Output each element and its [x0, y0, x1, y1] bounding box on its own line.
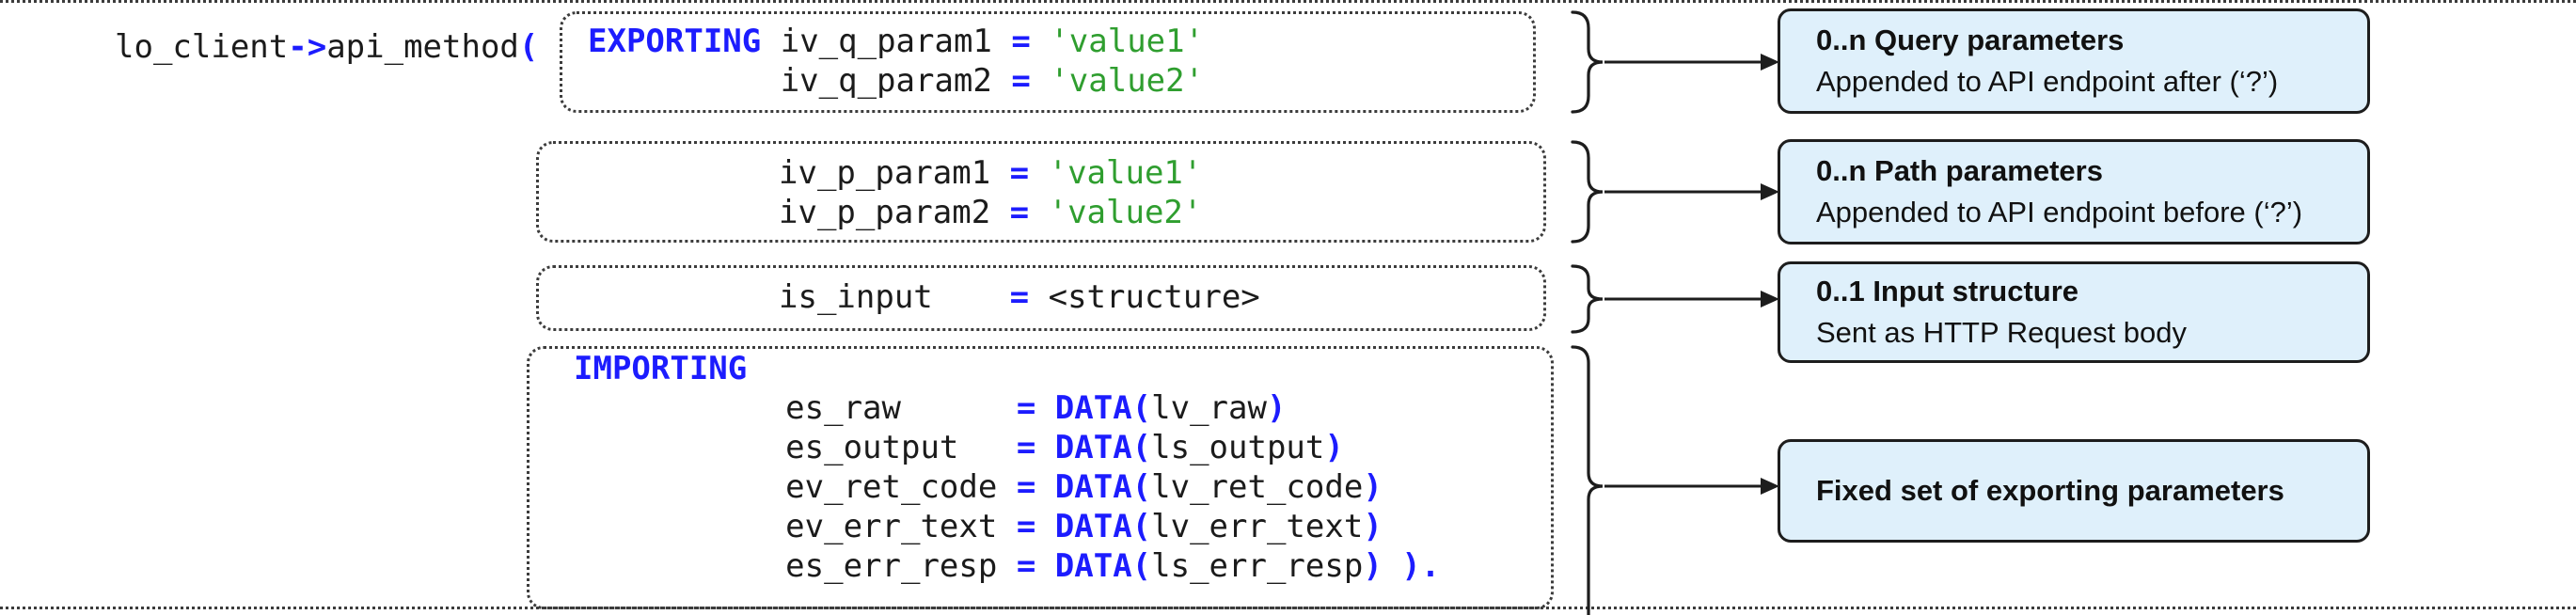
callout-exporting-parameters: Fixed set of exporting parameters [1778, 439, 2370, 543]
brace-arrow-query-parameters [1571, 10, 1779, 114]
brace-arrow-exporting-parameters [1571, 345, 1779, 615]
callout-path-parameters: 0..n Path parameters Appended to API end… [1778, 139, 2370, 244]
callout-input-structure: 0..1 Input structure Sent as HTTP Reques… [1778, 261, 2370, 363]
callout-subtitle: Sent as HTTP Request body [1816, 316, 2188, 349]
outer-dashed-border-top [0, 0, 2576, 3]
brace-arrow-input-structure [1571, 264, 1779, 334]
code-query-parameters: EXPORTING iv_q_param1 = 'value1' iv_q_pa… [588, 23, 1205, 100]
callout-title: 0..n Path parameters [1816, 154, 2103, 187]
code-box-query-parameters: EXPORTING iv_q_param1 = 'value1' iv_q_pa… [560, 11, 1536, 113]
code-exporting-parameters: IMPORTING es_raw = DATA(lv_raw) es_outpu… [574, 350, 1441, 585]
brace-arrow-path-parameters [1571, 140, 1779, 244]
code-box-input-structure: is_input = <structure> [536, 265, 1546, 331]
code-path-parameters: iv_p_param1 = 'value1'iv_p_param2 = 'val… [779, 154, 1203, 231]
code-method-call: lo_client->api_method( [115, 28, 539, 66]
code-input-structure: is_input = <structure> [779, 278, 1260, 316]
callout-subtitle: Appended to API endpoint after (‘?’) [1816, 65, 2279, 98]
callout-query-parameters: 0..n Query parameters Appended to API en… [1778, 8, 2370, 114]
callout-title: Fixed set of exporting parameters [1816, 474, 2284, 507]
callout-title: 0..n Query parameters [1816, 24, 2125, 56]
callout-subtitle: Appended to API endpoint before (‘?’) [1816, 196, 2303, 229]
code-box-exporting-parameters: IMPORTING es_raw = DATA(lv_raw) es_outpu… [527, 346, 1554, 609]
code-box-path-parameters: iv_p_param1 = 'value1'iv_p_param2 = 'val… [536, 141, 1546, 243]
callout-title: 0..1 Input structure [1816, 275, 2079, 308]
